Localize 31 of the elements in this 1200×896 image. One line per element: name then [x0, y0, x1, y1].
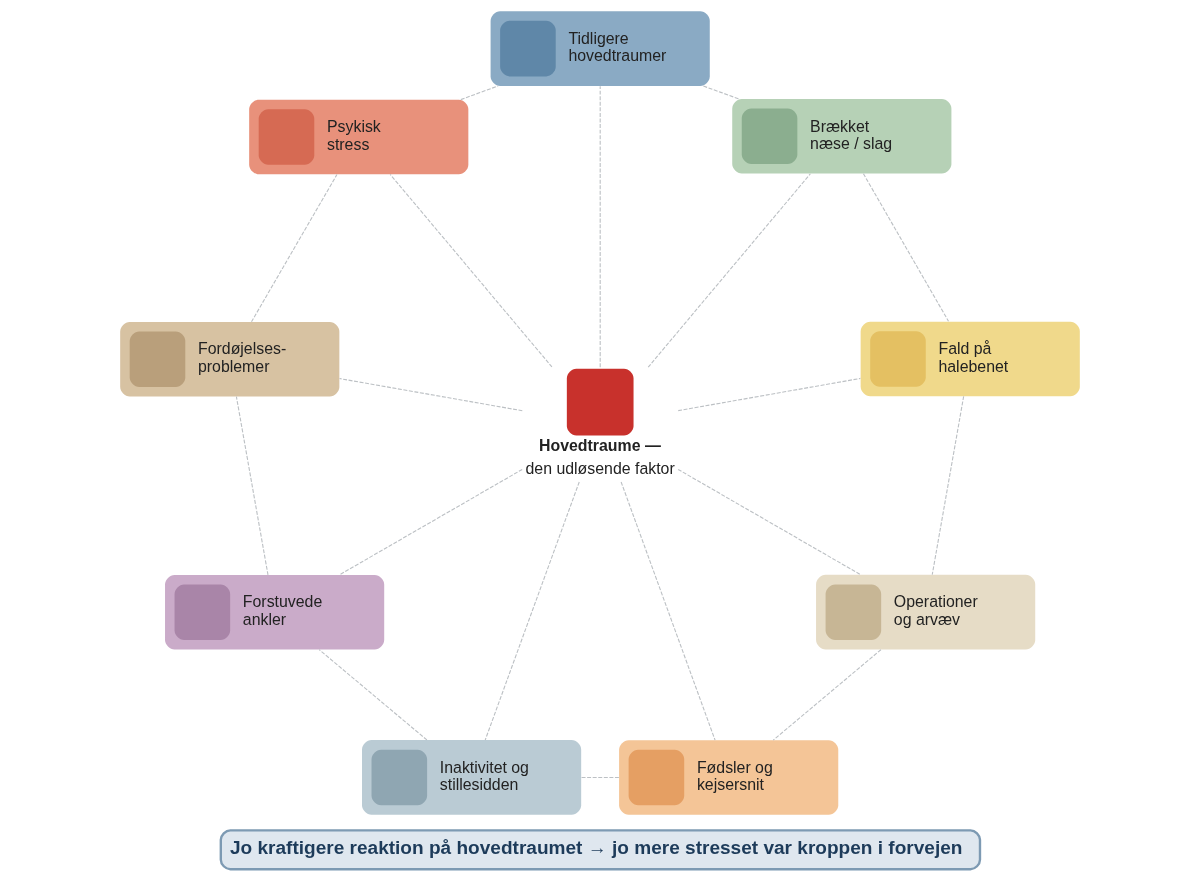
node-box: Brækket næse / slag	[732, 98, 952, 174]
node-box: Operationer og arvæv	[816, 574, 1036, 650]
node-label: den udløsende faktor	[525, 459, 675, 477]
connector	[580, 776, 620, 779]
node-box: Fald på halebenet	[860, 321, 1080, 397]
connector	[460, 85, 499, 101]
connector	[235, 396, 269, 576]
node-box: Psykisk stress	[249, 99, 469, 175]
node-box: Forstuvede ankler	[165, 574, 385, 650]
connector	[772, 649, 882, 741]
connector	[677, 377, 861, 412]
connector	[599, 85, 601, 368]
connector	[620, 481, 716, 741]
node-box: Inaktivitet og stillesidden	[362, 740, 582, 815]
connector	[677, 468, 862, 576]
node-box: Fordøjelses- problemer	[120, 321, 340, 397]
connector	[931, 395, 965, 576]
connector	[338, 378, 523, 412]
caption: Jo kraftigere reaktion på hovedtraumet → jo mere stresset var kroppen i forvejen	[229, 836, 963, 858]
connector	[862, 173, 950, 322]
node-box	[566, 368, 634, 436]
node-box: Fødsler og kejsersnit	[619, 740, 839, 815]
connector	[250, 174, 338, 323]
connector	[647, 173, 811, 368]
connector	[702, 85, 740, 100]
node-box: Tidligere hovedtraumer	[490, 11, 710, 86]
connector	[389, 173, 553, 368]
node-label: Hovedtraume —	[539, 436, 661, 454]
connector	[318, 649, 428, 741]
connector	[484, 481, 580, 741]
connector	[338, 468, 523, 576]
